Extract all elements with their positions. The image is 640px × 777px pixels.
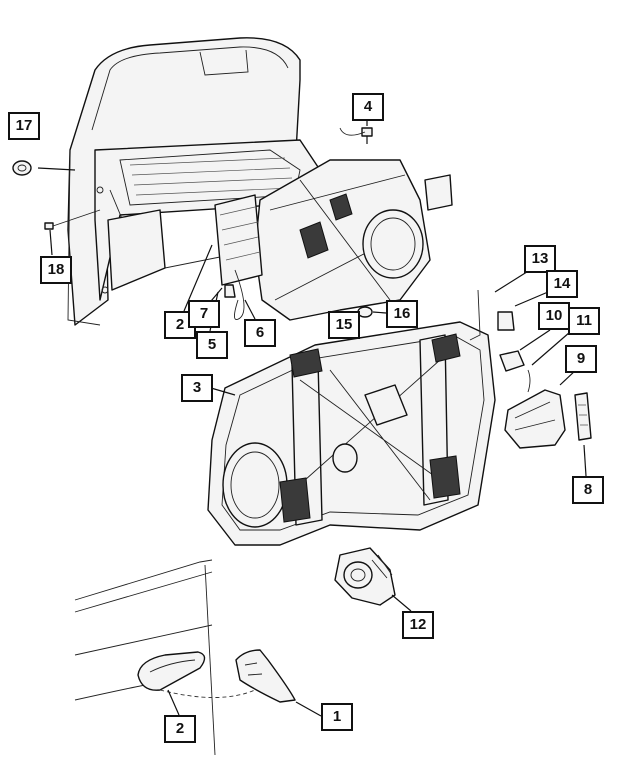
callout-10: 10 [538, 302, 570, 330]
callout-18: 18 [40, 256, 72, 284]
rod-11 [527, 369, 531, 393]
callout-17: 17 [8, 112, 40, 140]
screw-18 [44, 222, 54, 230]
callout-8: 8 [572, 476, 604, 504]
window-motor [334, 547, 396, 606]
carrier-plate [207, 289, 496, 546]
callout-3: 3 [181, 374, 213, 402]
door-shell [67, 37, 321, 326]
callout-5: 5 [196, 331, 228, 359]
callout-11: 11 [568, 307, 600, 335]
callout-14: 14 [546, 270, 578, 298]
assembled-window-regulator [214, 159, 453, 321]
bumper-14 [497, 311, 515, 331]
callout-1: 1 [321, 703, 353, 731]
callout-4: 4 [352, 93, 384, 121]
callout-9: 9 [565, 345, 597, 373]
latch-9 [504, 389, 566, 449]
plug-17 [12, 160, 32, 176]
callout-16: 16 [386, 300, 418, 328]
bracket-8 [574, 392, 592, 441]
hardware-small-parts [12, 127, 373, 320]
exterior-door-handle-area [74, 559, 296, 756]
callout-6: 6 [244, 319, 276, 347]
callout-15: 15 [328, 311, 360, 339]
clip-7 [224, 284, 236, 298]
screw-4 [361, 127, 373, 137]
callout-12: 12 [402, 611, 434, 639]
rod-13 [469, 289, 481, 341]
link-10 [499, 350, 525, 372]
callout-2-lower: 2 [164, 715, 196, 743]
callout-7: 7 [188, 300, 220, 328]
grommet-15 [357, 306, 373, 318]
latch-parts [497, 311, 592, 449]
cable-6 [234, 269, 245, 320]
callout-13: 13 [524, 245, 556, 273]
